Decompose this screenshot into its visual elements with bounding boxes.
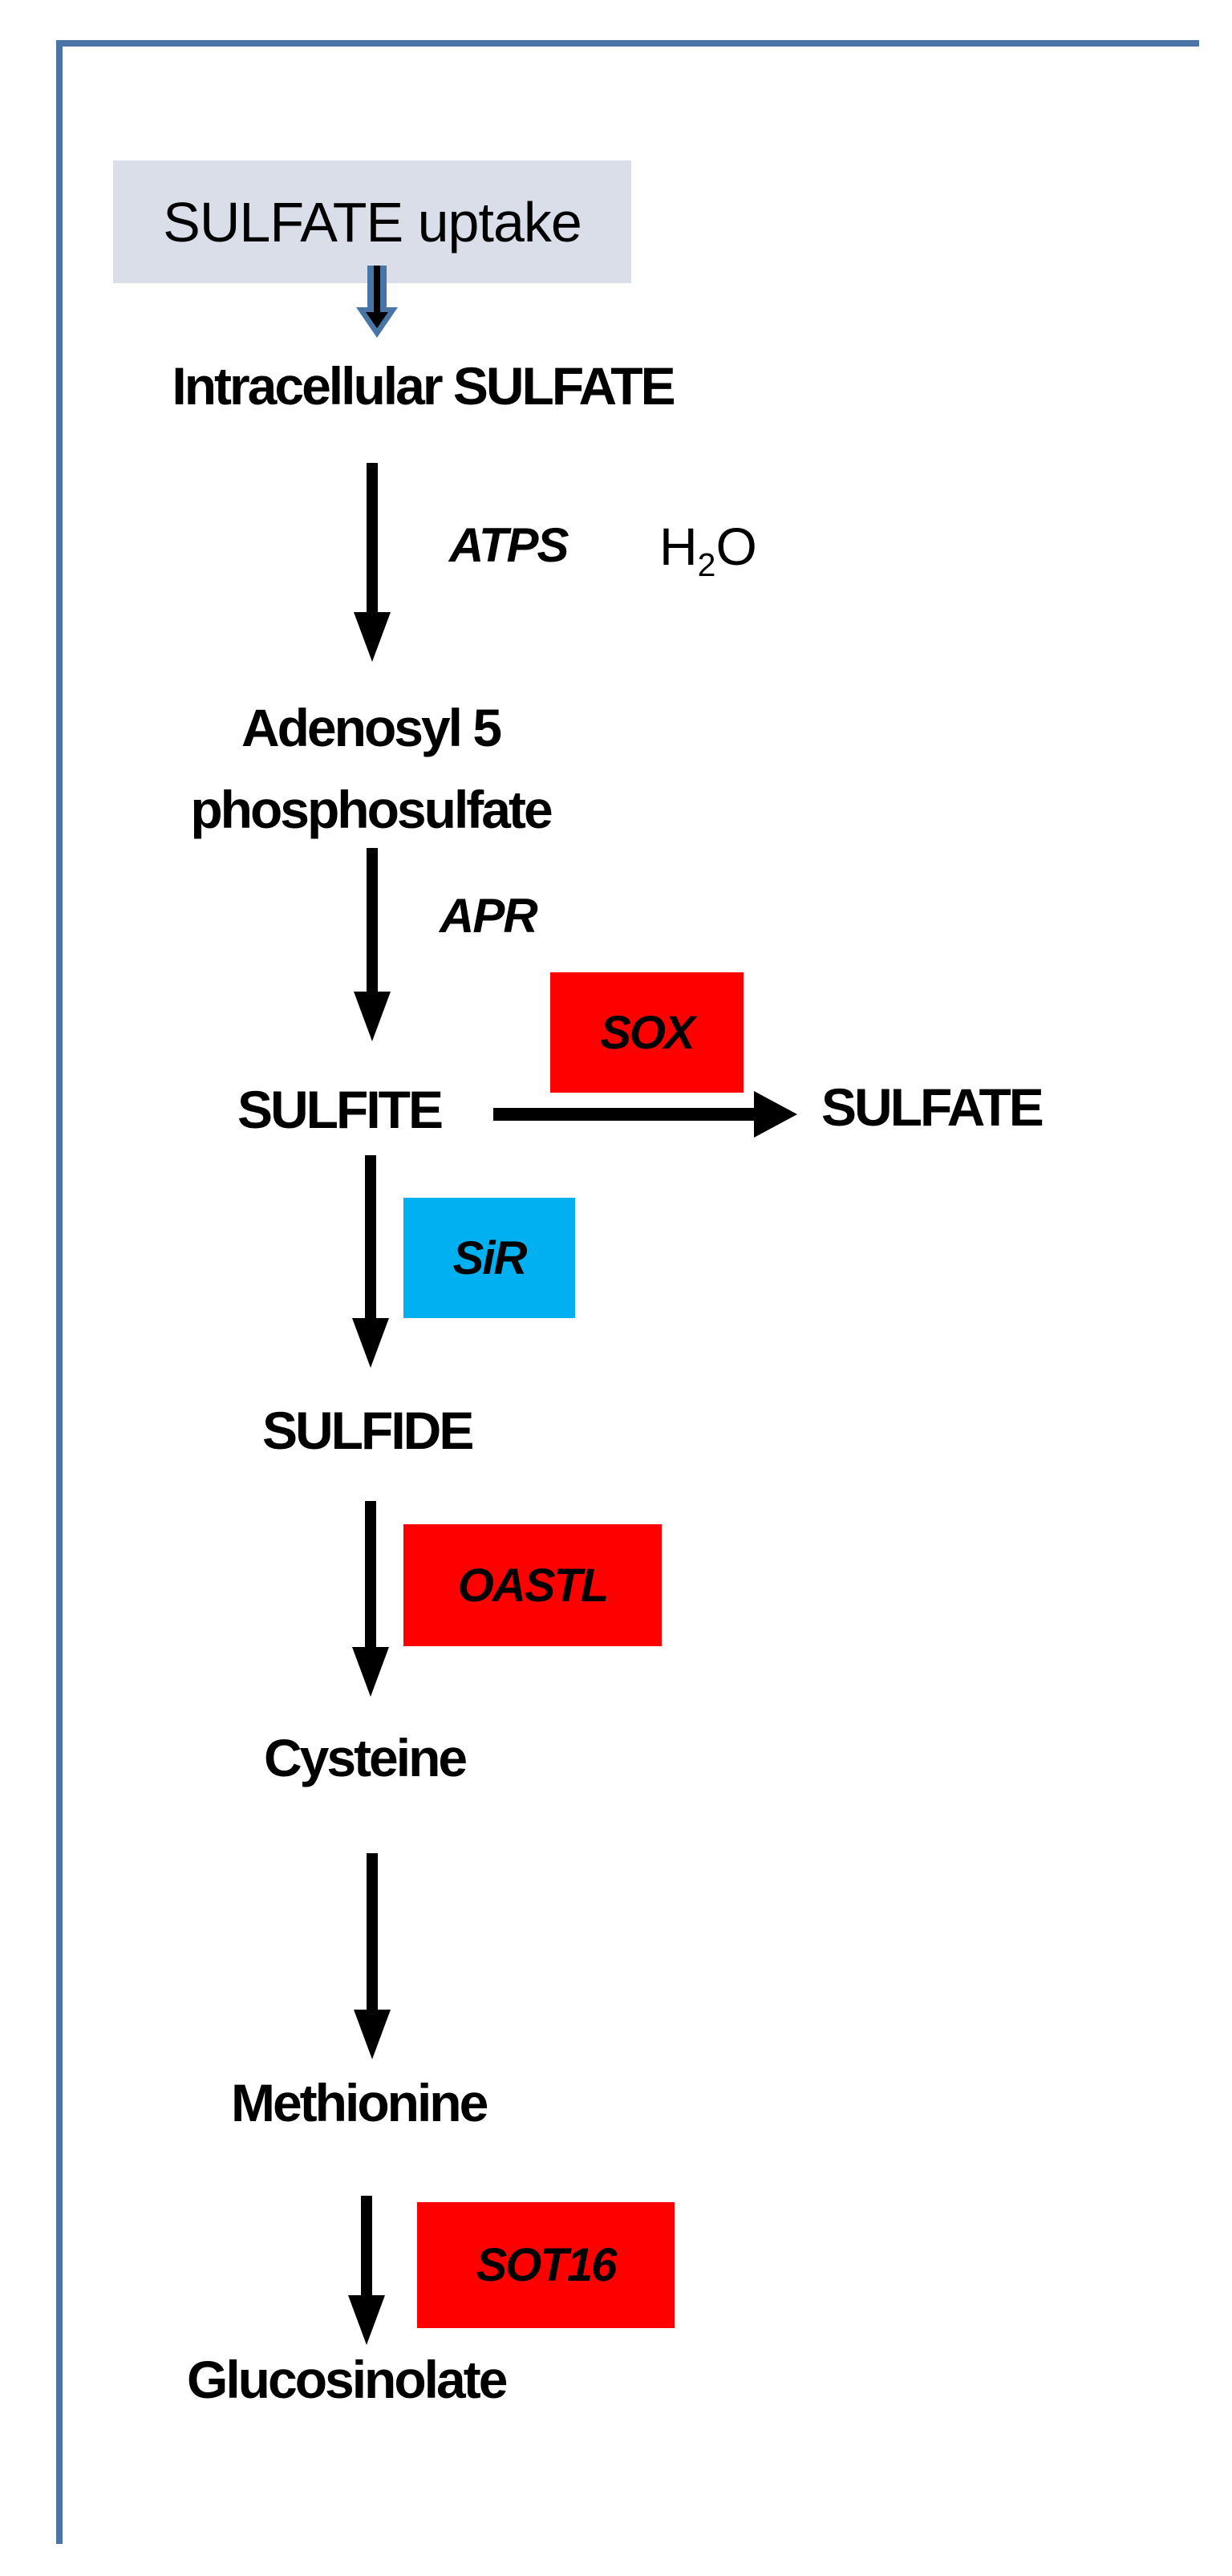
h2o-subscript: 2 — [697, 546, 716, 584]
arrow-shaft — [365, 1501, 376, 1650]
arrow-shaft — [365, 1155, 376, 1321]
arrow-shaft — [367, 1853, 378, 2013]
enzyme-sox-label: SOX — [600, 1006, 695, 1059]
down-arrow-to-aps — [354, 463, 391, 662]
arrow-head — [352, 1647, 389, 1697]
arrow-shaft — [367, 463, 378, 615]
enzyme-box-oastl: OASTL — [403, 1524, 662, 1646]
right-arrow-sulfite-to-sulfate — [493, 1091, 797, 1138]
node-sulfite: SULFITE — [237, 1080, 444, 1139]
uptake-block-arrow-icon — [356, 266, 398, 338]
enzyme-box-sox: SOX — [550, 972, 744, 1093]
arrow-shaft — [493, 1108, 757, 1121]
node-methionine: Methionine — [231, 2073, 488, 2132]
arrow-head — [754, 1091, 797, 1138]
arrow-head — [352, 1318, 389, 1368]
down-arrow-to-cysteine — [352, 1501, 389, 1697]
node-sulfate: SULFATE — [821, 1077, 1044, 1137]
arrow-head — [354, 992, 391, 1041]
down-arrow-to-sulfite — [354, 848, 391, 1041]
sulfate-uptake-label: SULFATE uptake — [163, 190, 582, 254]
node-sulfide: SULFIDE — [262, 1401, 474, 1460]
arrow-shaft — [367, 848, 378, 995]
enzyme-box-sir: SiR — [403, 1198, 575, 1318]
sulfate-uptake-box: SULFATE uptake — [113, 160, 631, 283]
node-glucosinolate: Glucosinolate — [187, 2350, 508, 2409]
enzyme-apr: APR — [440, 889, 538, 943]
enzyme-oastl-label: OASTL — [457, 1559, 610, 1612]
arrow-head — [354, 2010, 391, 2059]
molecule-h2o: H2O — [659, 517, 757, 582]
h2o-base: H — [659, 517, 698, 576]
down-arrow-to-sulfide — [352, 1155, 389, 1368]
arrow-head — [354, 612, 391, 662]
down-arrow-to-glucosinolate — [348, 2196, 385, 2345]
h2o-tail: O — [715, 517, 757, 576]
node-adenosyl-line1: Adenosyl 5 — [241, 698, 502, 757]
arrow-shaft — [361, 2196, 372, 2298]
slide-frame-border — [56, 40, 1199, 2544]
enzyme-box-sot16: SOT16 — [417, 2202, 675, 2328]
arrow-head — [348, 2295, 385, 2345]
node-intracellular-sulfate: Intracellular SULFATE — [172, 356, 675, 416]
node-adenosyl-phosphosulfate: Adenosyl 5 phosphosulfate — [130, 687, 611, 851]
node-cysteine: Cysteine — [264, 1728, 468, 1787]
enzyme-sot16-label: SOT16 — [476, 2239, 618, 2291]
enzyme-sir-label: SiR — [452, 1231, 528, 1284]
down-arrow-to-methionine — [354, 1853, 391, 2059]
enzyme-atps: ATPS — [449, 518, 569, 572]
node-adenosyl-line2: phosphosulfate — [190, 780, 553, 840]
